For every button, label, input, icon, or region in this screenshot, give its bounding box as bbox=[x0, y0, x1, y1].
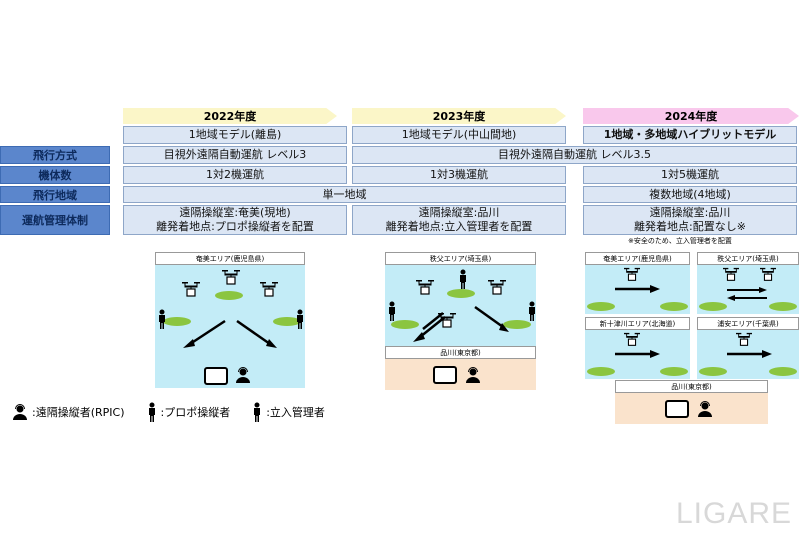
panel-2024-shintotsukawa: 新十津川エリア(北海道) bbox=[585, 317, 690, 379]
footnote: ※安全のため、立入管理者を配置 bbox=[628, 237, 732, 245]
landing-pad bbox=[660, 367, 688, 376]
management-2022: 遠隔操縦室:奄美(現地)離発着地点:プロポ操縦者を配置 bbox=[123, 205, 347, 235]
control-room bbox=[615, 393, 768, 424]
guard-icon bbox=[458, 269, 468, 289]
tablet-icon bbox=[665, 400, 689, 418]
landing-pad bbox=[391, 320, 419, 329]
sky-area bbox=[155, 265, 305, 388]
drone-icon bbox=[623, 332, 641, 348]
watermark-logo: LIGARE bbox=[676, 497, 793, 530]
flight-arrows-icon bbox=[183, 319, 277, 348]
propo-operator-icon bbox=[157, 309, 167, 329]
arrow-right-icon bbox=[727, 350, 772, 358]
model-2023: 1地域モデル(中山間地) bbox=[352, 126, 566, 144]
panel-title: 浦安エリア(千葉県) bbox=[697, 317, 799, 330]
method-2022: 目視外遠隔自動運航 レベル3 bbox=[123, 146, 347, 164]
units-2023: 1対3機運航 bbox=[352, 166, 566, 184]
landing-pad bbox=[447, 289, 475, 298]
year-header-2024: 2024年度 bbox=[583, 108, 799, 124]
year-header-2023: 2023年度 bbox=[352, 108, 566, 124]
control-room bbox=[385, 359, 536, 390]
year-header-2022: 2022年度 bbox=[123, 108, 337, 124]
row-label-method: 飛行方式 bbox=[0, 146, 110, 164]
panel-2024-shinagawa: 品川(東京都) bbox=[615, 380, 768, 424]
arrow-right-icon bbox=[615, 285, 660, 293]
guard-icon bbox=[252, 402, 262, 422]
landing-pad bbox=[769, 367, 797, 376]
panel-title: 秩父エリア(埼玉県) bbox=[697, 252, 799, 265]
row-label-area: 飛行地域 bbox=[0, 186, 110, 203]
panel-2023: 秩父エリア(埼玉県) 品川(東京都) bbox=[385, 252, 536, 390]
legend-propo: :プロポ操縦者 bbox=[160, 406, 231, 419]
area-2022-2023: 単一地域 bbox=[123, 186, 566, 203]
landing-pad bbox=[699, 302, 727, 311]
row-label-units: 機体数 bbox=[0, 166, 110, 184]
management-line-2: 離発着地点:立入管理者を配置 bbox=[385, 220, 533, 233]
sky-area bbox=[585, 265, 690, 314]
drone-icon bbox=[735, 332, 753, 348]
rpic-icon bbox=[465, 367, 481, 383]
propo-operator-icon bbox=[295, 309, 305, 329]
tablet-icon bbox=[433, 366, 457, 384]
row-label-management: 運航管理体制 bbox=[0, 205, 110, 235]
landing-pad bbox=[163, 317, 191, 326]
landing-pad bbox=[503, 320, 531, 329]
legend: :遠隔操縦者(RPIC) :プロポ操縦者 :立入管理者 bbox=[12, 402, 325, 422]
landing-pad bbox=[660, 302, 688, 311]
rpic-icon bbox=[12, 404, 28, 420]
rpic-icon bbox=[697, 401, 713, 417]
sky-area bbox=[385, 265, 536, 346]
flight-arrows-icon bbox=[413, 305, 509, 342]
area-2024: 複数地域(4地域) bbox=[583, 186, 797, 203]
management-2024: 遠隔操縦室:品川離発着地点:配置なし※ bbox=[583, 205, 797, 235]
arrows-bidirectional-icon bbox=[727, 287, 767, 301]
sky-area bbox=[697, 265, 799, 314]
units-2024: 1対5機運航 bbox=[583, 166, 797, 184]
model-2024: 1地域・多地域ハイブリットモデル bbox=[583, 126, 797, 144]
management-line-2: 離発着地点:プロポ操縦者を配置 bbox=[156, 220, 314, 233]
panel-2024-amami: 奄美エリア(鹿児島県) bbox=[585, 252, 690, 314]
rpic-icon bbox=[235, 367, 251, 383]
panel-title: 奄美エリア(鹿児島県) bbox=[585, 252, 690, 265]
legend-guard: :立入管理者 bbox=[266, 406, 325, 419]
method-2023-2024: 目視外遠隔自動運航 レベル3.5 bbox=[352, 146, 797, 164]
arrow-right-icon bbox=[615, 350, 660, 358]
units-2022: 1対2機運航 bbox=[123, 166, 347, 184]
management-line-1: 遠隔操縦室:品川 bbox=[418, 206, 500, 219]
management-line-2: 離発着地点:配置なし※ bbox=[634, 220, 746, 233]
drone-icon bbox=[759, 267, 777, 283]
panel-2024-chichibu: 秩父エリア(埼玉県) bbox=[697, 252, 799, 314]
management-line-1: 遠隔操縦室:品川 bbox=[649, 206, 731, 219]
drone-icon bbox=[722, 267, 740, 283]
landing-pad bbox=[587, 302, 615, 311]
landing-pad bbox=[215, 291, 243, 300]
landing-pad bbox=[699, 367, 727, 376]
tablet-icon bbox=[204, 367, 228, 385]
propo-operator-icon bbox=[147, 402, 157, 422]
sky-area bbox=[585, 330, 690, 379]
landing-pad bbox=[273, 317, 301, 326]
sky-area bbox=[697, 330, 799, 379]
model-2022: 1地域モデル(離島) bbox=[123, 126, 347, 144]
shinagawa-title: 品川(東京都) bbox=[615, 380, 768, 393]
landing-pad bbox=[587, 367, 615, 376]
panel-2024-urayasu: 浦安エリア(千葉県) bbox=[697, 317, 799, 379]
management-line-1: 遠隔操縦室:奄美(現地) bbox=[179, 206, 291, 219]
drone-icon bbox=[221, 269, 241, 287]
management-2023: 遠隔操縦室:品川離発着地点:立入管理者を配置 bbox=[352, 205, 566, 235]
panel-title: 秩父エリア(埼玉県) bbox=[385, 252, 536, 265]
drone-icon bbox=[623, 267, 641, 283]
shinagawa-title: 品川(東京都) bbox=[385, 346, 536, 359]
panel-title: 奄美エリア(鹿児島県) bbox=[155, 252, 305, 265]
legend-rpic: :遠隔操縦者(RPIC) bbox=[32, 406, 125, 419]
panel-2022: 奄美エリア(鹿児島県) bbox=[155, 252, 305, 388]
panel-title: 新十津川エリア(北海道) bbox=[585, 317, 690, 330]
landing-pad bbox=[769, 302, 797, 311]
